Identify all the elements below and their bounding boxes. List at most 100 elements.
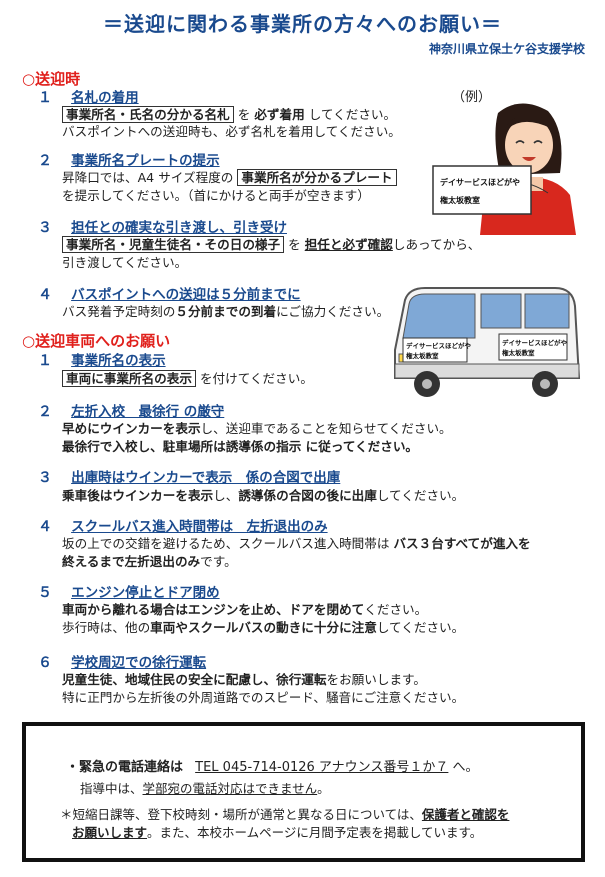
text: 昇降口では、A4 サイズ程度の	[62, 170, 238, 185]
item-3-line-2: 引き渡してください。	[62, 255, 188, 270]
text: 。	[317, 781, 330, 796]
item-1-line-2: バスポイントへの送迎時も、必ず名札を着用してください。	[62, 124, 401, 139]
emphasis: ・緊急の電話連絡は	[66, 760, 184, 775]
plate-text-2: 権太坂教室	[440, 195, 480, 205]
item-number: ３	[38, 470, 52, 486]
item-2-line-1: 昇降口では、A4 サイズ程度の 事業所名が分かるプレート	[62, 167, 397, 186]
vehicle-item-6-line-2: 特に正門から左折後の外周道路でのスピード、騒音にご注意ください。	[62, 690, 465, 705]
vehicle-item-1: １ 事業所名の表示	[38, 349, 166, 370]
text: し、送迎車であることを知らせてください。	[200, 421, 452, 436]
highlight-box: 事業所名・児童生徒名・その日の様子	[62, 236, 285, 253]
item-number: １	[38, 90, 52, 106]
vehicle-item-4: ４ スクールバス進入時間帯は 左折退出のみ	[38, 515, 328, 536]
text: 。また、本校ホームページに月間予定表を掲載しています。	[147, 825, 483, 840]
emphasis: 学部宛の電話対応はできません	[142, 781, 318, 796]
item-heading: 学校周辺での徐行運転	[71, 655, 207, 671]
item-3: ３ 担任との確実な引き渡し、引き受け	[38, 216, 287, 237]
van-sign-side-2: 権太坂教室	[502, 348, 535, 357]
item-heading: 事業所名の表示	[71, 353, 166, 369]
emphasis: 早めにウインカーを表示	[62, 421, 201, 436]
item-heading: 担任との確実な引き渡し、引き受け	[71, 220, 287, 236]
item-1: １ 名札の着用	[38, 86, 139, 107]
emphasis: 車両から離れる場合はエンジンを止め、ドアを閉めて	[62, 602, 365, 617]
text: 坂の上での交錯を避けるため、スクールバス進入時間帯は	[62, 536, 394, 551]
plate-text-1: デイサービスほどがや	[440, 177, 520, 187]
text: してください。	[376, 488, 465, 503]
vehicle-item-5-line-1: 車両から離れる場合はエンジンを止め、ドアを閉めてください。	[62, 599, 427, 618]
emphasis: ５分前までの到着	[175, 304, 277, 319]
vehicle-item-6-line-1: 児童生徒、地域住民の安全に配慮し、徐行運転をお願いします。	[62, 669, 426, 688]
example-label: （例）	[452, 90, 492, 105]
text: し、	[213, 488, 239, 503]
item-4-line-1: バス発着予定時刻の５分前までの到着にご協力ください。	[62, 301, 389, 320]
notice-line-1: ・緊急の電話連絡は TEL 045-714-0126 アナウンス番号１か７ へ。	[66, 756, 479, 775]
emphasis: バス３台すべてが進入を	[393, 536, 531, 551]
emphasis: 必ず着用	[254, 107, 305, 122]
emphasis: に従ってください。	[301, 439, 419, 454]
item-number: １	[38, 353, 52, 369]
van-illustration: デイサービスほどがや 権太坂教室 デイサービスほどがや 権太坂教室	[394, 287, 581, 397]
text: です。	[200, 554, 237, 569]
emphasis: 乗車後はウインカーを表示	[62, 488, 214, 503]
item-2-line-2: を提示してください。（首にかけると両手が空きます）	[62, 188, 370, 203]
item-3-line-1: 事業所名・児童生徒名・その日の様子 を 担任と必ず確認しあってから、	[62, 234, 480, 253]
item-heading: バスポイントへの送迎は５分前までに	[71, 287, 301, 303]
van-sign-side-1: デイサービスほどがや	[502, 338, 568, 347]
item-2: ２ 事業所名プレートの提示	[38, 149, 220, 170]
item-heading: スクールバス進入時間帯は 左折退出のみ	[71, 519, 328, 535]
vehicle-item-3-line-1: 乗車後はウインカーを表示し、誘導係の合図の後に出庫してください。	[62, 485, 464, 504]
highlight-box: 事業所名・氏名の分かる名札	[62, 106, 234, 123]
page-title: ＝送迎に関わる事業所の方々へのお願い＝	[103, 12, 502, 36]
emphasis: 保護者と確認を	[421, 807, 510, 822]
text: を	[284, 237, 305, 252]
item-number: ３	[38, 220, 52, 236]
van-sign-front-2: 権太坂教室	[406, 351, 439, 360]
section-pickup: ○送迎時	[22, 70, 81, 88]
vehicle-item-2-line-1: 早めにウインカーを表示し、送迎車であることを知らせてください。	[62, 418, 452, 437]
phone-number: TEL 045-714-0126 アナウンス番号１か７	[195, 760, 449, 775]
text: にご協力ください。	[276, 304, 390, 319]
text: してください。	[376, 620, 465, 635]
item-heading: 左折入校 最徐行 の厳守	[71, 404, 225, 420]
vehicle-item-3: ３ 出庫時はウインカーで表示 係の合図で出庫	[38, 466, 340, 487]
item-number: ２	[38, 153, 52, 169]
text: してください。	[304, 107, 397, 122]
item-number: ４	[38, 519, 52, 535]
item-number: ５	[38, 585, 52, 601]
emphasis: お願いします	[72, 825, 148, 840]
emphasis: 児童生徒、地域住民の安全に配慮し、徐行運転	[62, 672, 327, 687]
emphasis: 担任と必ず確認	[304, 237, 393, 252]
vehicle-item-4-line-2: 終えるまで左折退出のみです。	[62, 551, 237, 570]
highlight-box: 車両に事業所名の表示	[62, 370, 196, 387]
notice-line-2: 指導中は、学部宛の電話対応はできません。	[80, 778, 330, 797]
item-heading: エンジン停止とドア閉め	[71, 585, 220, 601]
text: を付けてください。	[195, 371, 313, 386]
section-vehicle: ○送迎車両へのお願い	[22, 332, 171, 350]
item-number: ６	[38, 655, 52, 671]
text: へ。	[448, 760, 479, 775]
emphasis: 車両やスクールバスの動きに十分に注意	[150, 620, 377, 635]
vehicle-item-4-line-1: 坂の上での交錯を避けるため、スクールバス進入時間帯は バス３台すべてが進入を	[62, 533, 531, 552]
item-heading: 名札の着用	[71, 90, 139, 106]
text: 指導中は、	[80, 781, 143, 796]
vehicle-item-5: ５ エンジン停止とドア閉め	[38, 581, 220, 602]
emphasis: 誘導係の合図の後に出庫	[238, 488, 377, 503]
school-name: 神奈川県立保土ケ谷支援学校	[428, 42, 585, 56]
notice-line-4: お願いします。また、本校ホームページに月間予定表を掲載しています。	[72, 822, 482, 841]
notice-box: ・緊急の電話連絡は TEL 045-714-0126 アナウンス番号１か７ へ。…	[22, 722, 585, 862]
text: ＊短縮日課等、登下校時刻・場所が通常と異なる日については、	[60, 807, 422, 822]
highlight-box: 事業所名が分かるプレート	[237, 169, 397, 186]
text: バス発着予定時刻の	[62, 304, 176, 319]
vehicle-item-1-line-1: 車両に事業所名の表示 を付けてください。	[62, 368, 313, 387]
vehicle-item-2: ２ 左折入校 最徐行 の厳守	[38, 400, 224, 421]
vehicle-item-6: ６ 学校周辺での徐行運転	[38, 651, 206, 672]
item-heading: 事業所名プレートの提示	[71, 153, 220, 169]
text: 歩行時は、他の	[62, 620, 151, 635]
item-number: ２	[38, 404, 52, 420]
text: ください。	[364, 602, 428, 617]
emphasis: 最徐行で入校し、駐車場所は誘導係の指示	[62, 439, 302, 454]
vehicle-item-2-line-2: 最徐行で入校し、駐車場所は誘導係の指示 に従ってください。	[62, 436, 418, 455]
vehicle-item-5-line-2: 歩行時は、他の車両やスクールバスの動きに十分に注意してください。	[62, 617, 464, 636]
emphasis: 終えるまで左折退出のみ	[62, 554, 201, 569]
text: を	[233, 107, 255, 122]
